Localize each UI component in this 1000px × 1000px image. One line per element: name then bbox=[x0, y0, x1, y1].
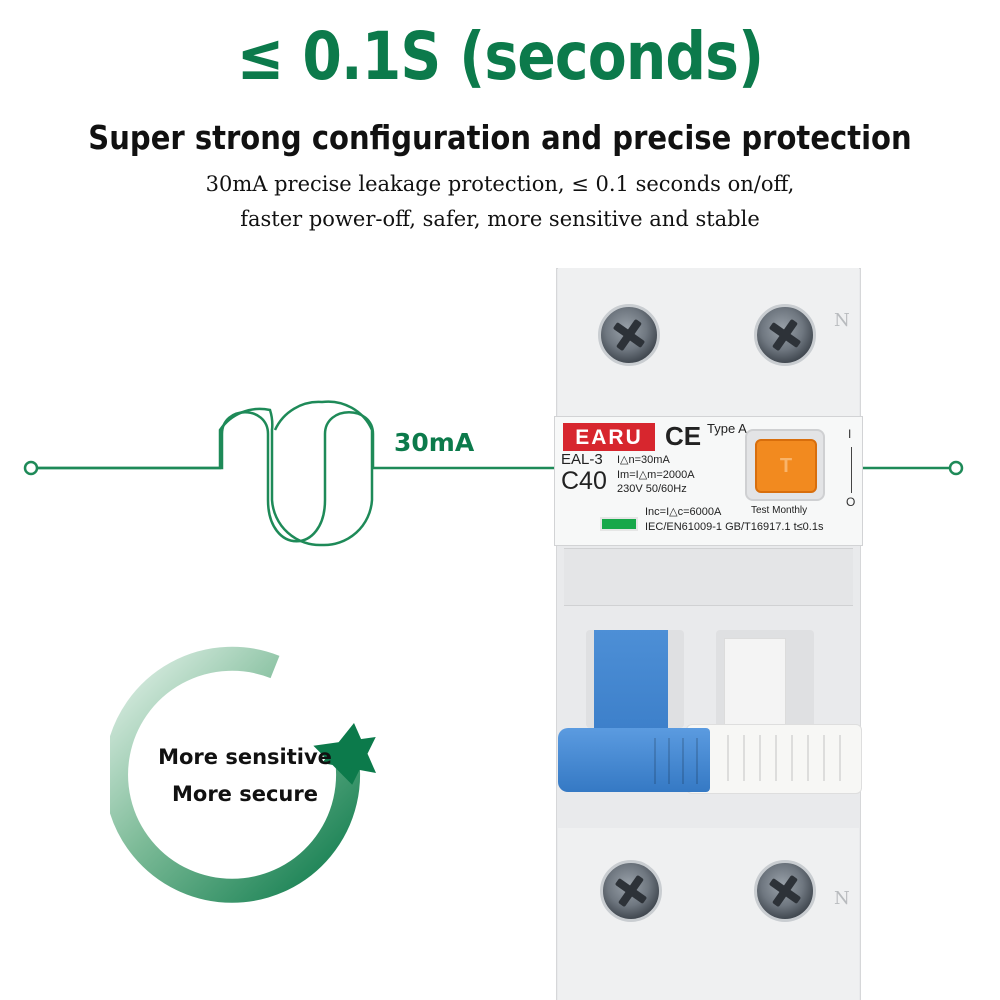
standards-label: IEC/EN61009-1 GB/T16917.1 t≤0.1s bbox=[645, 521, 824, 533]
description-line-2: faster power-off, safer, more sensitive … bbox=[240, 207, 760, 231]
on-off-arrow-icon bbox=[851, 447, 852, 493]
white-handle-upper bbox=[724, 638, 786, 728]
breaker-label-panel: EARU CE Type A EAL-3 C40 I△n=30mA Im=I△m… bbox=[554, 416, 863, 546]
test-button-label: T bbox=[779, 455, 793, 477]
terminal-right-dot bbox=[948, 460, 964, 476]
cycle-arrow-icon bbox=[110, 646, 376, 903]
spec-residual-current: I△n=30mA bbox=[617, 454, 670, 466]
headline: ≤ 0.1S (seconds) bbox=[236, 18, 764, 95]
terminal-left-dot bbox=[23, 460, 39, 476]
spec-conditional-current: Inc=I△c=6000A bbox=[645, 506, 722, 518]
waveform-line bbox=[36, 411, 556, 543]
breaker-bottom-section bbox=[558, 828, 859, 1000]
cycle-text-sensitive: More sensitive bbox=[158, 745, 332, 769]
off-label: O bbox=[846, 495, 856, 509]
circuit-breaker: N EARU CE Type A EAL-3 C40 I△n=30mA Im=I… bbox=[554, 268, 863, 1000]
screw-top-right-icon bbox=[754, 304, 816, 366]
subheadline: Super strong configuration and precise p… bbox=[88, 118, 912, 157]
spec-breaking-capacity: Im=I△m=2000A bbox=[617, 469, 695, 481]
brand-logo: EARU bbox=[563, 423, 655, 451]
brand-logo-text: EARU bbox=[575, 426, 643, 449]
screw-bottom-right-icon bbox=[754, 860, 816, 922]
screw-bottom-left-icon bbox=[600, 860, 662, 922]
on-label: I bbox=[848, 427, 852, 441]
model-number: EAL-3 bbox=[561, 451, 603, 468]
screw-top-left-icon bbox=[598, 304, 660, 366]
current-label: 30mA bbox=[394, 428, 475, 457]
status-indicator bbox=[600, 517, 638, 531]
ce-mark: CE bbox=[665, 421, 702, 451]
description-line-1: 30mA precise leakage protection, ≤ 0.1 s… bbox=[205, 172, 795, 196]
current-rating: C40 bbox=[561, 467, 607, 495]
test-monthly-label: Test Monthly bbox=[751, 505, 808, 516]
rcd-toggle-handle[interactable] bbox=[686, 724, 862, 794]
cycle-text-secure: More secure bbox=[172, 782, 318, 806]
neutral-mark-top: N bbox=[834, 310, 850, 331]
spec-voltage: 230V 50/60Hz bbox=[617, 483, 687, 495]
test-button[interactable]: T bbox=[755, 439, 817, 493]
mcb-toggle-handle[interactable] bbox=[558, 728, 710, 792]
type-label: Type A bbox=[707, 421, 747, 436]
transparent-cover bbox=[564, 548, 853, 606]
neutral-mark-bottom: N bbox=[834, 888, 850, 909]
